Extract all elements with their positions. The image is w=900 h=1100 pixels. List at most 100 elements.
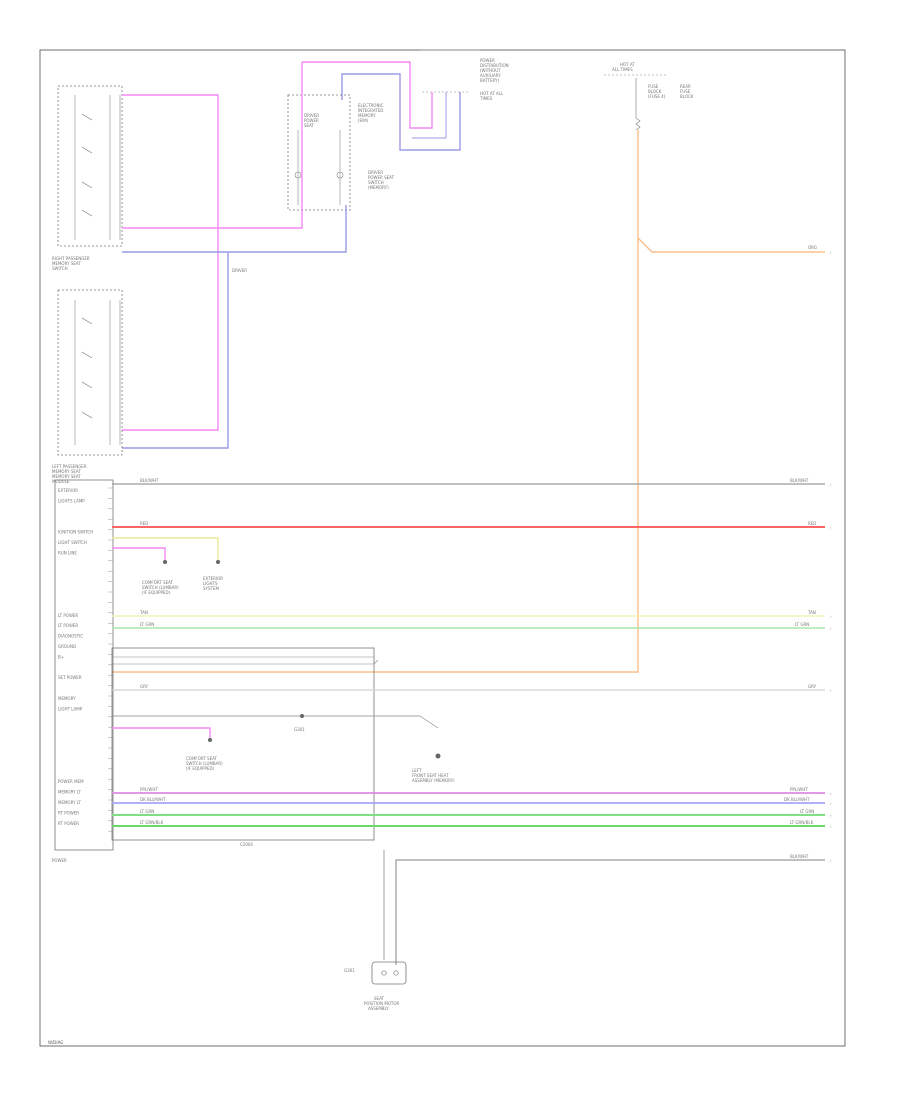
memory-module-pin-label: POWER MEM [58, 779, 84, 784]
bottom-wire-b [395, 859, 825, 965]
memory-module-pin-label: MEMORY LT [58, 800, 81, 805]
comfort-seat-1: COMFORT SEAT [142, 580, 174, 585]
terminal-marker: › [830, 626, 832, 631]
memory-module-pin-label: RUN LINE [58, 550, 77, 555]
terminal-marker: › [830, 250, 832, 255]
memory-module-pin-label: LT POWER [58, 613, 78, 618]
blue-wire-top [341, 73, 461, 151]
wire-ppl-wht-code-right: PPL/WHT [790, 787, 808, 792]
center-module-label2-1: ELECTRONIC [358, 103, 384, 108]
orange-wire-main [112, 130, 639, 673]
seat-motor-2: POSITION MOTOR [364, 1001, 400, 1006]
wire-dk-blu-wht-code-left: DK BLU/WHT [140, 797, 166, 802]
wire-tan-code-left: TAN [139, 610, 148, 615]
wire-yellow-short [112, 537, 219, 560]
terminal-marker: › [830, 614, 832, 619]
seat-motor-connector [371, 961, 407, 985]
terminal-marker: › [830, 813, 832, 818]
right-passenger-switch: RIGHT PASSENGER MEMORY SEAT SWITCH [52, 85, 123, 271]
center-module-label2-2: INTEGRATED [358, 108, 383, 113]
hot-fuse-3: (FUSE 4) [648, 94, 666, 99]
comfort-seat-2: SWITCH (LUMBAR) [142, 585, 179, 590]
wire-lt-grn-blk-code-left: LT GRN/BLK [140, 820, 164, 825]
center-module: DRIVER POWER SEAT ELECTRONIC INTEGRATED … [287, 94, 395, 211]
center-module-label3-1: DRIVER [368, 170, 383, 175]
wire-lt-grn-1-code-right: LT GRN [795, 622, 809, 627]
wire-ppl-wht-code-left: PPL/WHT [140, 787, 158, 792]
terminal-marker: › [830, 801, 832, 806]
memory-module-title-0: MEMORY SEAT [52, 474, 81, 479]
left-switch-title-2: MEMORY SEAT [52, 469, 81, 474]
orange-wire-code: ORG [808, 245, 817, 250]
memory-module-pin-label: LIGHT LAMP [58, 706, 83, 711]
wire-lt-grn-blk-code-right: LT GRN/BLK [790, 820, 814, 825]
memory-module-pin-label: B+ [58, 654, 64, 659]
left-front-1: LEFT [412, 768, 422, 773]
memory-module-pin-label: LIGHT SWITCH [58, 540, 87, 545]
left-switch-title-1: LEFT PASSENGER [52, 464, 87, 469]
left-front-2: FRONT SEAT HEAT [412, 773, 449, 778]
pink-wire-left [122, 94, 219, 431]
wire-gry-code-right: GRY [808, 684, 817, 689]
memory-module-pin-label: LT POWER [58, 623, 78, 628]
top-connector-title-2: DISTRIBUTION [480, 63, 509, 68]
center-module-label3-4: (MEMORY) [368, 185, 389, 190]
exterior-2: LIGHTS [203, 581, 218, 586]
center-module-label3-2: POWER SEAT [368, 175, 395, 180]
wire-red-code-right: RED [808, 521, 816, 526]
exterior-3: SYSTEM [203, 586, 219, 591]
seat-motor-1: SEAT [374, 996, 384, 1001]
seat-motor-3: ASSEMBLY [368, 1006, 389, 1011]
ground-label-bottom: G301 [344, 968, 355, 973]
orange-wire-branch [637, 237, 825, 253]
hot-title-2: ALL TIMES [612, 67, 633, 72]
memory-module-pin-label: EXTERIOR [58, 488, 78, 493]
splice-note: DRIVER [232, 268, 247, 273]
wire-lt-grn-2-code-left: LT GRN [140, 809, 154, 814]
comfort-seat-3: (IF EQUIPPED) [142, 590, 171, 595]
top-connector-sub-1: HOT AT ALL [480, 91, 504, 96]
pink-wire-left-b [122, 85, 303, 229]
wire-lt-grn-2-code-right: LT GRN [800, 809, 814, 814]
terminal-marker: › [830, 791, 832, 796]
left-front-3: ASSEMBLY (MEMORY) [412, 778, 455, 783]
ground-label: G301 [294, 727, 305, 732]
center-module-label2-4: (EIM) [358, 118, 369, 123]
hot-at-all-times: HOT AT ALL TIMES FUSE BLOCK (FUSE 4) REA… [604, 62, 694, 131]
terminal-marker: › [830, 824, 832, 829]
wire-red-code-left: RED [140, 521, 148, 526]
memory-module-pin-label: LIGHTS LAMP [58, 498, 85, 503]
top-connector-title-5: BATTERY) [480, 78, 499, 83]
top-connector-sub-2: TIMES [479, 96, 493, 101]
memory-module-pin-label: MEMORY [58, 696, 76, 701]
ref-code: C2004 [240, 842, 253, 847]
wire-dk-blu-wht-code-right: DK BLU/WHT [784, 797, 810, 802]
wire-pink-short [112, 547, 166, 560]
hot-right-2: FUSE [680, 89, 691, 94]
terminal-marker: › [830, 688, 832, 693]
top-connector-title-3: (WITHOUT [480, 68, 501, 73]
memory-note-2: SWITCH (LUMBAR) [186, 761, 223, 766]
memory-module-pin-label: SET POWER [58, 675, 82, 680]
wire-blk-wht-top-code-right: BLK/WHT [790, 478, 809, 483]
center-module-label-2: POWER [304, 118, 319, 123]
right-switch-title-3: SWITCH [52, 266, 68, 271]
terminal-marker: › [830, 525, 832, 530]
right-switch-title-2: MEMORY SEAT [52, 261, 81, 266]
right-switch-title-1: RIGHT PASSENGER [52, 256, 90, 261]
pink-wire-top [302, 61, 433, 129]
blue-wire-left-b [122, 252, 229, 449]
memory-note-1: COMFORT SEAT [186, 756, 218, 761]
top-connector: POWER DISTRIBUTION (WITHOUT AUXILIARY BA… [420, 49, 509, 120]
center-module-label3-3: SWITCH [368, 180, 384, 185]
center-module-label2-3: MEMORY [358, 113, 376, 118]
blue-wire-left [122, 205, 347, 253]
bottom-wire-code: BLK/WHT [790, 854, 809, 859]
wire-gry-code-left: GRY [140, 684, 149, 689]
footer-code: W/DIAG [48, 1040, 63, 1045]
center-module-label-3: SEAT [304, 123, 314, 128]
memory-module-pin-label: MEMORY LT [58, 790, 81, 795]
hot-title-1: HOT AT [620, 62, 635, 67]
memory-seat-module: POWER [52, 479, 114, 863]
exterior-1: EXTERIOR [203, 576, 223, 581]
